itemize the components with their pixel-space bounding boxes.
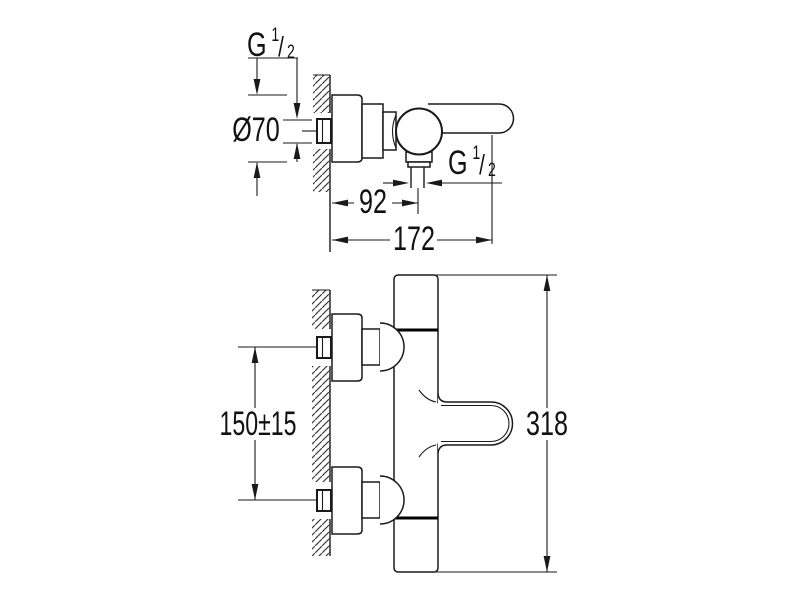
lever-tongue-inner-line [441, 404, 510, 443]
dim-outlet-thread-label: G 1 / 2 [448, 142, 496, 182]
upper-escutcheon [331, 313, 363, 382]
control-knob [395, 107, 443, 156]
dim-text-gap [524, 408, 570, 440]
dim-text-gap [216, 408, 300, 440]
lower-union-nut [316, 489, 332, 512]
arrowhead-left [332, 199, 348, 207]
outlet-ring [407, 161, 431, 168]
arrowhead-up [293, 143, 301, 159]
tongue-fillet-bottom [418, 444, 437, 458]
dim-inlet-spacing: 150±15 [220, 406, 297, 443]
body-taper-arc [391, 114, 397, 149]
thermostat-body [393, 274, 439, 573]
dim-flange-diameter: Ø70 [232, 111, 280, 149]
arrowhead-left [332, 236, 348, 244]
arrowhead-up [543, 275, 551, 291]
dim-text-gap [390, 228, 437, 253]
dim-inlet-thread-label: G 1 / 2 [247, 24, 295, 64]
tongue-fillet-top [418, 389, 437, 403]
dim-total-height: 318 [526, 405, 568, 443]
inlet-nut [316, 118, 332, 144]
wall-escutcheon [331, 94, 363, 163]
arrowhead-down [251, 484, 259, 500]
upper-union-cylinder [361, 328, 381, 366]
lever-handle [428, 103, 515, 134]
top-view: G 1 / 2 Ø70 G 1 / 2 92 [232, 24, 515, 258]
arrowhead-down [543, 556, 551, 572]
lower-escutcheon [331, 466, 363, 535]
lever-tongue [437, 393, 514, 454]
lower-union-dome [379, 475, 405, 525]
arrowhead-up [253, 162, 261, 178]
dim-text-gap [354, 191, 392, 216]
front-view: 150±15 318 [216, 274, 570, 573]
upper-union-dome [379, 322, 405, 372]
arrowhead-up [251, 347, 259, 363]
arrowhead-right [393, 179, 409, 187]
valve-body-section [361, 103, 384, 159]
arrowhead-down [293, 103, 301, 119]
arrowhead-right [402, 199, 418, 207]
lower-union-cylinder [361, 481, 381, 519]
arrowhead-left [426, 179, 442, 187]
arrowhead-down [253, 79, 261, 95]
upper-union-nut [316, 336, 332, 359]
dim-wall-to-outlet: 92 [359, 183, 387, 221]
dim-wall-to-handle-tip: 172 [393, 220, 435, 258]
body-edge-erase [435, 403, 440, 444]
arrowhead-right [476, 236, 492, 244]
